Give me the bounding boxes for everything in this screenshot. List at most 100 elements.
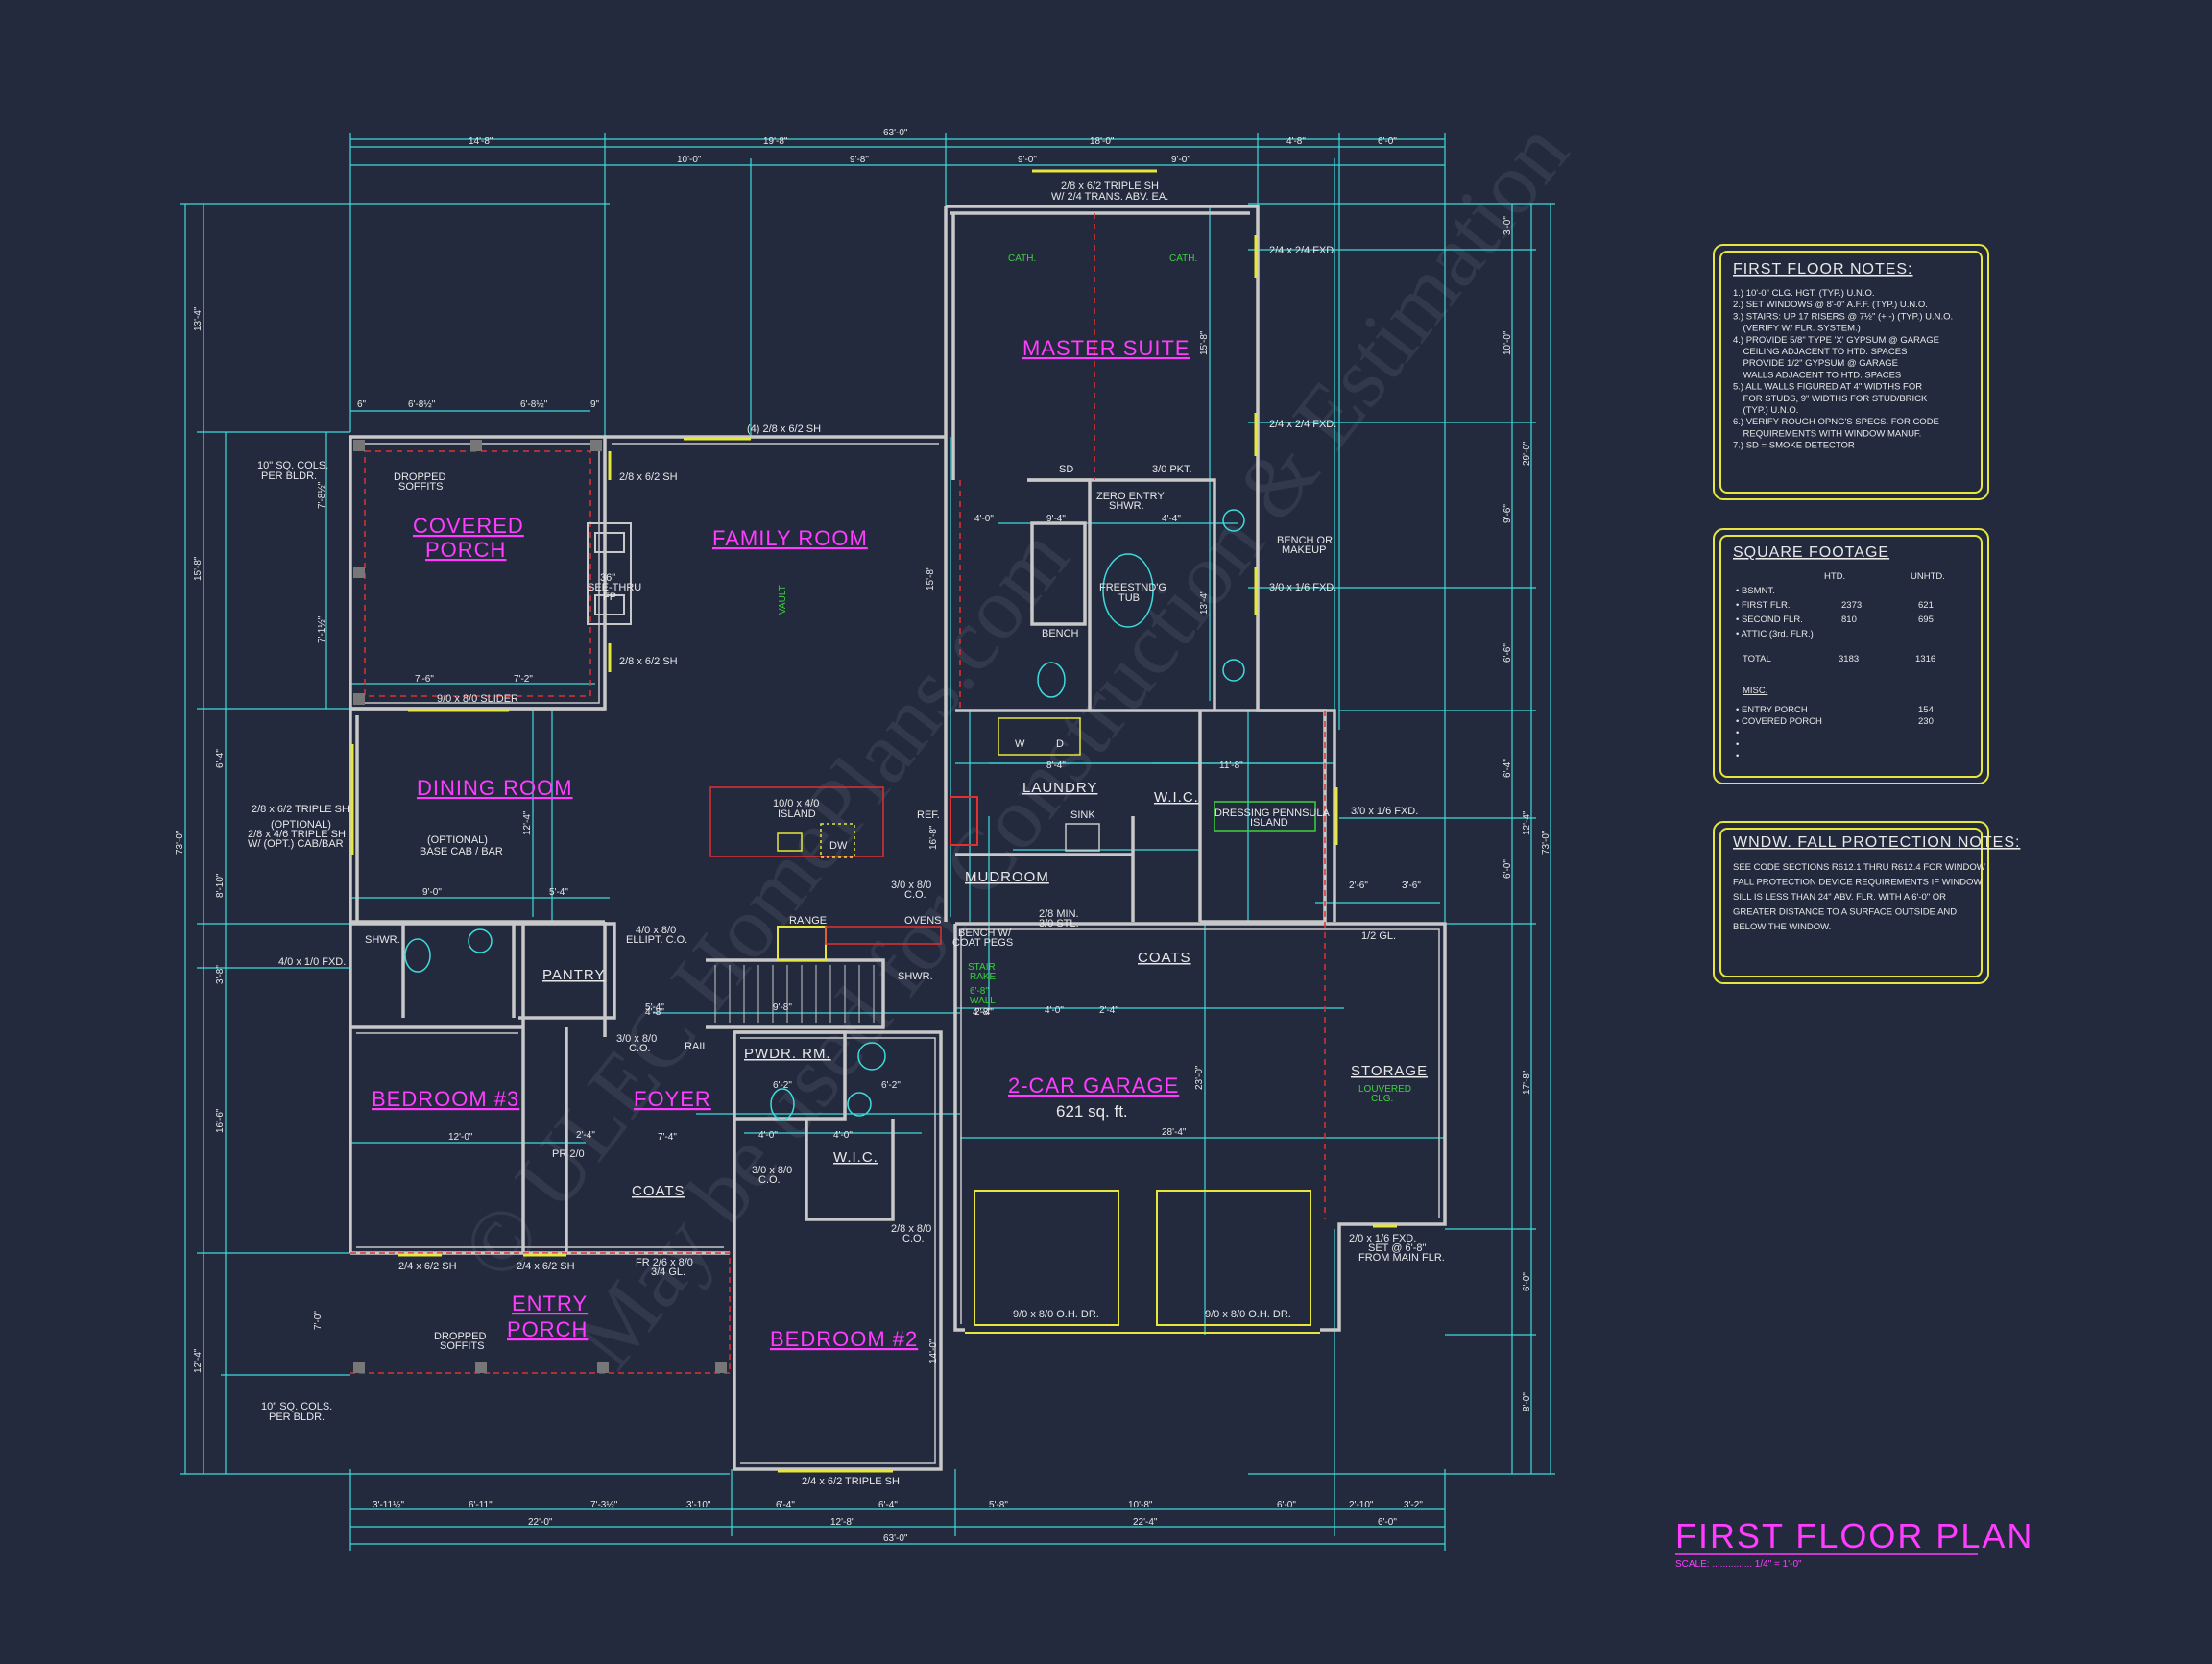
stair-treads: [714, 965, 875, 1023]
label-zero-1: ZERO ENTRY: [1096, 491, 1165, 502]
dim-pw-1: 4'-0": [758, 1130, 778, 1141]
sqft-row-unhtd: 621: [1918, 600, 1934, 611]
room-wic-bed2: W.I.C.: [833, 1149, 878, 1166]
dim-t6: 10'-0": [677, 155, 702, 165]
label-min-1: 2/8 MIN.: [1039, 908, 1079, 920]
label-co-3080: 3/0 x 8/0: [891, 880, 931, 891]
label-soffits-1: SOFFITS: [398, 481, 443, 493]
dim-t9: 9'-0": [1171, 155, 1190, 165]
label-co-bed2-1: 3/0 x 8/0: [752, 1165, 792, 1176]
label-w: W: [1015, 738, 1025, 750]
room-labels: COVERED PORCH FAMILY ROOM MASTER SUITE D…: [372, 336, 1190, 1351]
notes-line: (TYP.) U.N.O.: [1733, 405, 1798, 416]
label-bench-makeup-1: BENCH OR: [1277, 535, 1333, 546]
room-entry-porch-1: ENTRY: [512, 1291, 588, 1315]
label-ellipt-2: ELLIPT. C.O.: [626, 934, 687, 946]
dim-r8: 6'-0": [1522, 1272, 1532, 1291]
dim-bed3-w: 12'-0": [448, 1132, 473, 1143]
label-w-opt-cab: W/ (OPT.) CAB/BAR: [248, 838, 344, 850]
dim-r3: 9'-6": [1503, 504, 1513, 523]
dim-l-total: 73'-0": [175, 830, 185, 855]
label-ovens: OVENS: [904, 915, 942, 927]
label-ohdr-1: 9/0 x 8/0 O.H. DR.: [1013, 1309, 1099, 1320]
sqft-row-htd: 810: [1841, 615, 1857, 625]
sqft-row-label: • BSMNT.: [1736, 586, 1775, 596]
dim-t2: 19'-8": [763, 136, 788, 147]
room-bedroom2: BEDROOM #2: [770, 1327, 918, 1351]
dim-pw-3: 6'-2": [773, 1080, 792, 1091]
label-stair-rake-4: WALL: [970, 996, 996, 1006]
room-master-suite: MASTER SUITE: [1022, 336, 1190, 360]
label-co-3080b: C.O.: [904, 889, 926, 901]
label-bench: BENCH: [1042, 628, 1079, 639]
dim-foy-a: 2'-4": [576, 1130, 595, 1141]
dim-l1: 13'-4": [193, 306, 204, 331]
notes-line: 6.) VERIFY ROUGH OPNG'S SPECS. FOR CODE: [1733, 417, 1939, 427]
sqft-total-label: TOTAL: [1743, 654, 1771, 664]
room-garage: 2-CAR GARAGE: [1008, 1073, 1179, 1097]
label-sh-246-2: 2/4 x 6/2 SH: [517, 1261, 575, 1272]
room-coats-foyer: COATS: [632, 1183, 685, 1199]
dim-b3: 7'-3½": [590, 1500, 618, 1510]
misc-row-value: 154: [1918, 705, 1934, 715]
room-covered-porch-1: COVERED: [413, 514, 524, 538]
dim-stair-w: 9'-8": [773, 1002, 792, 1013]
dim-porch-w1: 6'-8½": [408, 399, 436, 410]
dim-porch-s1: 6": [357, 399, 367, 410]
dim-foyer-w: 7'-4": [658, 1132, 677, 1143]
dim-g-2: 3'-6": [1402, 880, 1421, 891]
label-pr20: PR 2/0: [552, 1148, 585, 1160]
annotation-labels: CATH. CATH. VAULT 2/8 x 6/2 TRIPLE SH W/…: [248, 181, 1445, 1487]
label-fxd-24-1: 2/4 x 2/4 FXD.: [1269, 245, 1336, 256]
fall-line: GREATER DISTANCE TO A SURFACE OUTSIDE AN…: [1733, 907, 1957, 918]
label-freestnd-1: FREESTND'G: [1099, 582, 1166, 593]
label-dropped-2: DROPPED: [434, 1331, 486, 1342]
room-covered-porch-2: PORCH: [425, 538, 506, 562]
sqft-row-htd: 2373: [1841, 600, 1862, 611]
notes-line: REQUIREMENTS WITH WINDOW MANUF.: [1733, 428, 1921, 439]
label-per-bldr-1: PER BLDR.: [261, 470, 317, 482]
notes-lines: 1.) 10'-0" CLG. HGT. (TYP.) U.N.O.2.) SE…: [1733, 288, 1953, 451]
dim-r6: 6'-0": [1503, 859, 1513, 879]
dim-l3: 6'-4": [215, 749, 226, 768]
bottom-dimensions: 3'-11½" 6'-11" 7'-3½" 3'-10" 6'-4" 6'-4"…: [373, 1500, 1423, 1544]
sqft-misc-label: MISC.: [1743, 686, 1767, 696]
dim-master-2: 9'-4": [1046, 514, 1066, 524]
label-louvered-2: CLG.: [1371, 1094, 1393, 1104]
label-fxd-garage-1: 2/0 x 1/6 FXD.: [1349, 1233, 1416, 1244]
dim-mud-2: 2'-4": [1099, 1005, 1118, 1016]
label-louvered-1: LOUVERED: [1358, 1084, 1411, 1095]
dim-pw-6: 2'-4": [974, 1007, 994, 1018]
sqft-col-htd: HTD.: [1824, 571, 1845, 582]
label-triple-bottom: 2/4 x 6/2 TRIPLE SH: [802, 1476, 900, 1487]
misc-row-label: • COVERED PORCH: [1736, 716, 1822, 727]
fall-title: WNDW. FALL PROTECTION NOTES:: [1733, 834, 2020, 851]
room-mudroom: MUDROOM: [965, 869, 1049, 885]
inner-walls: [356, 443, 1440, 1464]
notes-line: 4.) PROVIDE 5/8" TYPE 'X' GYPSUM @ GARAG…: [1733, 335, 1939, 346]
dim-t7: 9'-8": [850, 155, 869, 165]
dim-master-3: 4'-4": [1162, 514, 1181, 524]
label-fr-2480-1: FR 2/6 x 8/0: [636, 1257, 693, 1268]
label-fxd-3116-2: 3/0 x 1/6 FXD.: [1351, 806, 1418, 817]
dim-l2: 15'-8": [193, 556, 204, 581]
left-dimensions: 73'-0" 13'-4" 15'-8" 6'-4" 8'-10" 3'-8" …: [175, 306, 327, 1373]
label-fxd-24-2: 2/4 x 2/4 FXD.: [1269, 419, 1336, 430]
dim-r7: 17'-8": [1522, 1070, 1532, 1095]
label-see-thru-2: SEE-THRU: [588, 582, 641, 593]
dim-kitchen-w: 5'-4": [645, 1002, 664, 1013]
dim-porch-h1: 7'-1½": [317, 615, 327, 643]
dim-b2: 6'-11": [469, 1500, 493, 1510]
dim-r2: 10'-0": [1503, 330, 1513, 355]
label-slider: 9/0 x 8/0 SLIDER: [437, 693, 518, 705]
label-triple-sh: 2/8 x 6/2 TRIPLE SH: [252, 804, 349, 815]
dim-ep-h: 7'-0": [313, 1311, 324, 1330]
label-cath-1: CATH.: [1008, 253, 1036, 264]
dim-ms-v: 13'-4": [1199, 590, 1210, 615]
dim-gar-h: 23'-0": [1194, 1065, 1205, 1090]
right-dimensions: 73'-0" 3'-0" 10'-0" 9'-6" 6'-6" 6'-4" 6'…: [1503, 216, 1551, 1411]
dim-b8: 10'-8": [1128, 1500, 1153, 1510]
label-fxd-garage-3: FROM MAIN FLR.: [1358, 1252, 1445, 1264]
plan-title-scale: SCALE: ............... 1/4" = 1'-0": [1675, 1559, 1802, 1570]
